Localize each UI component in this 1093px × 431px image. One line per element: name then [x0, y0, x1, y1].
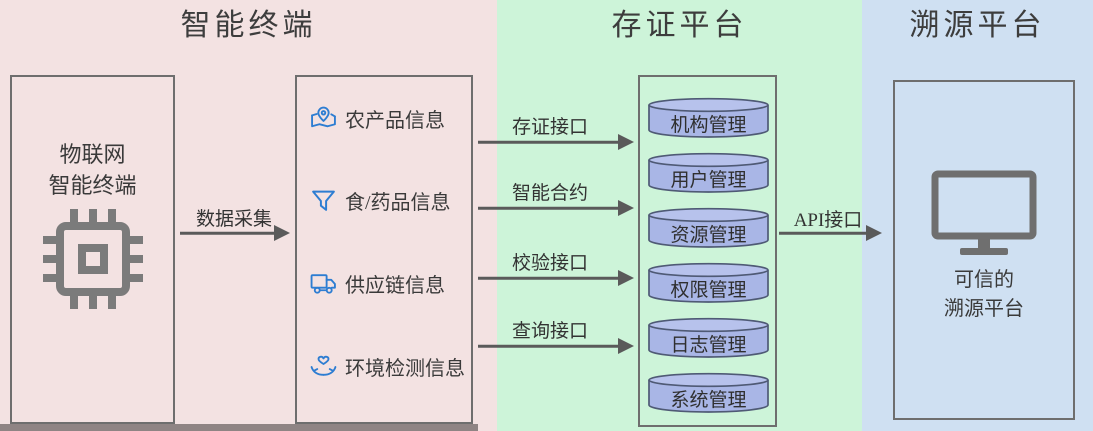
- module-label: 资源管理: [670, 225, 747, 246]
- info-item-label: 供应链信息: [345, 275, 445, 297]
- arrow-line: [478, 140, 621, 144]
- info-item-environment: 环境检测信息: [310, 352, 465, 381]
- info-item-label: 环境检测信息: [345, 358, 465, 380]
- terminal-section-title: 智能终端: [180, 9, 317, 42]
- truck-icon: [310, 274, 336, 294]
- chip-icon: [40, 207, 145, 311]
- info-types-box: 农产品信息 食/药品信息 供应链信息 环: [295, 75, 473, 424]
- arrow-head-icon: [618, 134, 634, 150]
- iot-terminal-label-line1: 物联网: [59, 142, 126, 167]
- info-item-food-drug: 食/药品信息: [310, 186, 451, 215]
- trace-platform-label-line2: 溯源平台: [944, 298, 1024, 320]
- module-label: 机构管理: [670, 115, 747, 136]
- arrow-line: [478, 344, 621, 348]
- hands-heart-icon: [310, 355, 337, 376]
- interface-arrow-query: [478, 337, 634, 355]
- terminal-section-background: [0, 0, 497, 431]
- database-icon: [648, 152, 769, 193]
- evidence-platform-box: 机构管理 用户管理 资源管理 权限管理: [638, 75, 777, 427]
- database-icon: [648, 97, 769, 138]
- trace-section-title: 溯源平台: [909, 9, 1046, 42]
- database-icon: [648, 207, 769, 248]
- trace-platform-box: 可信的 溯源平台: [893, 80, 1075, 420]
- interface-arrow-verify: [478, 269, 634, 287]
- interface-arrow-evidence: [478, 133, 634, 151]
- arrow-head-icon: [618, 338, 634, 354]
- evidence-section-title: 存证平台: [611, 9, 748, 42]
- arrow-head-icon: [618, 200, 634, 216]
- monitor-icon: [929, 170, 1039, 258]
- arrow-head-icon: [618, 270, 634, 286]
- collect-arrow: [180, 224, 290, 242]
- interface-arrow-label: 智能合约: [511, 183, 588, 204]
- api-arrow: [779, 224, 882, 242]
- module-cylinder-system: 系统管理: [647, 372, 770, 413]
- info-item-label: 食/药品信息: [345, 192, 451, 214]
- module-cylinder-resource: 资源管理: [647, 207, 770, 248]
- interface-arrow-label: 存证接口: [511, 117, 588, 138]
- info-item-label: 农产品信息: [345, 110, 445, 132]
- iot-terminal-label-line2: 智能终端: [48, 173, 137, 198]
- trace-section-background: [862, 0, 1093, 431]
- iot-terminal-label: 物联网 智能终端: [12, 139, 173, 201]
- info-item-supply-chain: 供应链信息: [310, 269, 445, 298]
- arrow-head-icon: [274, 225, 290, 241]
- arrow-line: [180, 231, 277, 235]
- module-cylinder-org: 机构管理: [647, 97, 770, 138]
- api-arrow-label: API接口: [793, 210, 863, 231]
- info-item-agri: 农产品信息: [310, 104, 445, 133]
- trace-platform-label: 可信的 溯源平台: [895, 266, 1073, 324]
- interface-arrow-label: 校验接口: [511, 253, 588, 274]
- funnel-icon: [312, 190, 335, 211]
- module-label: 系统管理: [670, 390, 747, 411]
- module-label: 权限管理: [670, 280, 747, 301]
- collect-arrow-label: 数据采集: [195, 209, 272, 230]
- module-label: 用户管理: [670, 170, 747, 191]
- module-label: 日志管理: [670, 335, 747, 356]
- iot-terminal-box: 物联网 智能终端: [10, 75, 175, 424]
- arrow-line: [779, 231, 869, 235]
- arrow-head-icon: [866, 225, 882, 241]
- interface-arrow-label: 查询接口: [511, 321, 588, 342]
- map-pin-icon: [311, 106, 336, 128]
- trace-platform-label-line1: 可信的: [954, 269, 1014, 291]
- arrow-line: [478, 276, 621, 280]
- module-cylinder-permission: 权限管理: [647, 262, 770, 303]
- module-cylinder-log: 日志管理: [647, 317, 770, 358]
- database-icon: [648, 372, 769, 413]
- bottom-shadow-strip: [0, 424, 478, 431]
- module-cylinder-user: 用户管理: [647, 152, 770, 193]
- database-icon: [648, 317, 769, 358]
- arrow-line: [478, 206, 621, 210]
- interface-arrow-contract: [478, 199, 634, 217]
- database-icon: [648, 262, 769, 303]
